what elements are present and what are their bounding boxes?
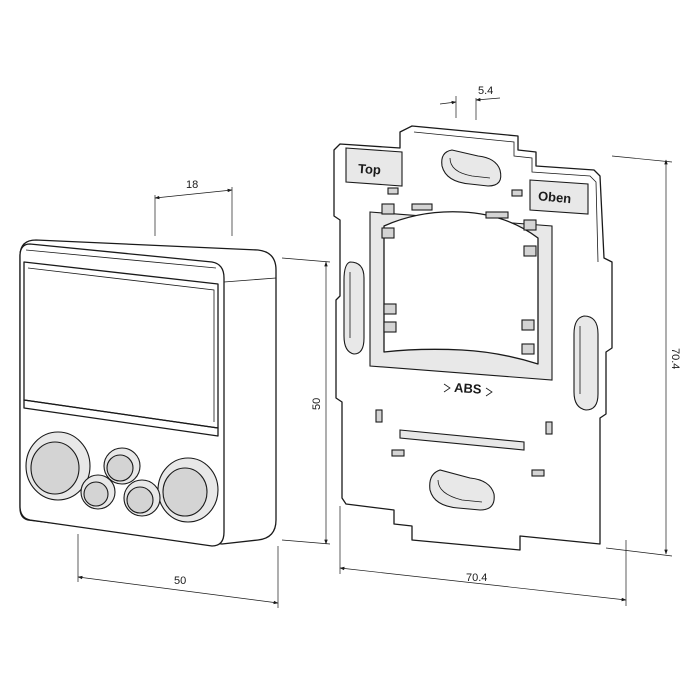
switch-device: 18 50 50 [19,179,331,608]
dimension-width: 50 [77,534,279,608]
device-buttons [25,431,219,523]
plate-label-top-panel [345,147,403,187]
dimension-width-label: 50 [174,575,186,587]
slot-left [343,261,365,355]
button-small-right-cap [126,486,154,514]
dimension-height: 50 [281,257,331,545]
dimension-plate-height-label: 70.4 [669,348,681,369]
button-small-left-cap [83,481,109,507]
slot-right [573,315,599,411]
plate-material-arrow-right [485,387,493,397]
plate-center-opening [369,203,553,381]
device-right-edge [223,277,277,283]
plate-label-top: Top [358,161,382,178]
mounting-plate: Top Oben [333,85,681,606]
dimension-slot: 5.4 [439,85,501,120]
plate-material-arrow-left [443,383,451,393]
dimension-plate-height: 70.4 [605,155,681,557]
device-display-inner [27,267,215,422]
slot-bottom [429,469,495,511]
dimension-depth-label: 18 [186,179,198,191]
dimension-depth: 18 [154,179,233,236]
button-large-left-cap [30,441,80,495]
plate-material-mark: ABS [454,380,483,397]
plate-label-oben: Oben [537,188,571,206]
dimension-height-label: 50 [311,398,323,410]
button-large-right-cap [162,467,208,517]
dimension-plate-width-label: 70.4 [466,572,487,584]
dimension-slot-label: 5.4 [478,85,493,97]
plate-inner-edge [413,131,599,263]
device-top-bevel [25,249,217,269]
device-display-lip [23,399,219,437]
plate-long-bar [399,429,525,451]
dimension-plate-width: 70.4 [339,506,627,606]
opening-inner [383,211,539,365]
button-small-top-cap [106,454,134,482]
slot-top [441,149,502,187]
plate-mounting-slots [343,149,599,511]
plate-label-oben-panel [529,179,589,215]
